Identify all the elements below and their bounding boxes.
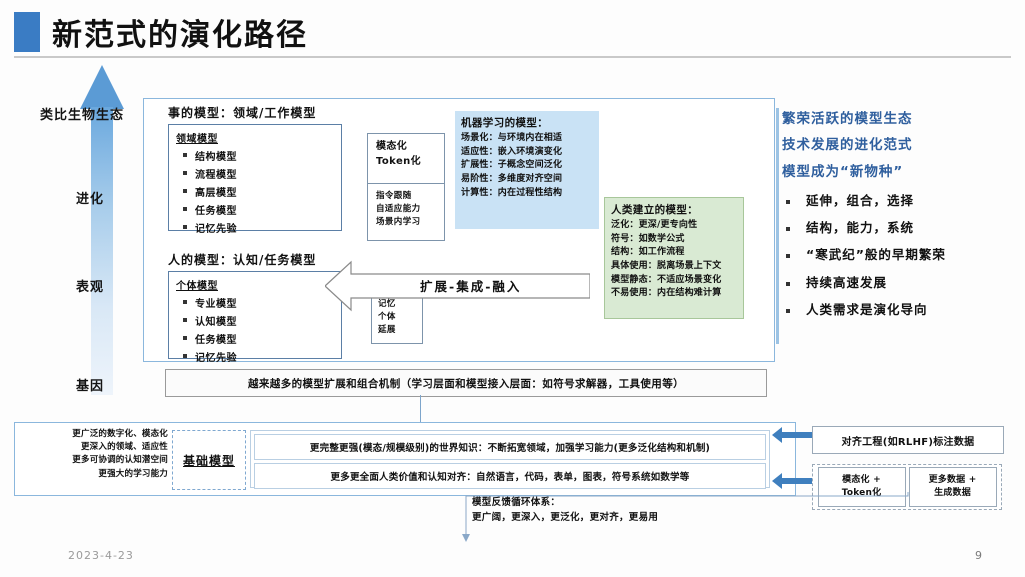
ml-box-row: 适应性：嵌入环境演变化 [461, 146, 563, 157]
list-item: 结构模型 [183, 148, 341, 163]
right-bullet-list: 延伸，组合，选择 结构，能力，系统 “寒武纪”般的早期繁荣 持续高速发展 人类需… [782, 193, 1017, 318]
page-title: 新范式的演化路径 [52, 18, 308, 53]
data-cell: 更多数据 + 生成数据 [908, 467, 997, 507]
green-box-row: 模型静态：不适应场景变化 [611, 274, 722, 285]
data-cell-text: 模态化 + Token化 [841, 475, 882, 498]
data-inflow-arrows [772, 427, 816, 489]
foundation-rows: 更完整更强(模态/规模级别)的世界知识：不断拓宽领域，加强学习能力(更多泛化结构… [250, 430, 770, 489]
mechanism-bar: 越来越多的模型扩展和组合机制（学习层面和模型接入层面：如符号求解器，工具使用等） [165, 369, 767, 397]
green-box-row: 符号：如数学公式 [611, 233, 685, 244]
axis-label-bio-analogy: 类比生物生态 [40, 108, 125, 123]
list-item: 任务模型 [183, 202, 341, 217]
list-item: “寒武纪”般的早期繁荣 [782, 247, 1017, 263]
thing-model-subtitle: 领域模型 [176, 134, 218, 145]
green-box-row: 具体使用：脱离场景上下文 [611, 261, 722, 272]
list-item: 专业模型 [183, 295, 341, 310]
ml-box-heading: 机器学习的模型： [461, 117, 549, 129]
tokenization-box: 模态化 Token化 [367, 133, 445, 185]
feedback-note: 模型反馈循环体系： 更广阔，更深入，更泛化，更对齐，更易用 [472, 495, 658, 525]
title-divider [14, 56, 1011, 58]
ml-box-row: 计算性：内在过程性结构 [461, 187, 563, 198]
note-line: 更广泛的数字化、模态化 [72, 429, 168, 439]
foundation-row-text: 更完整更强(模态/规模级别)的世界知识：不断拓宽领域，加强学习能力(更多泛化结构… [309, 443, 711, 454]
ml-box-row: 扩展性：子概念空间泛化 [461, 160, 563, 171]
headline: 技术发展的进化范式 [782, 137, 913, 154]
alignment-data-box: 对齐工程(如RLHF)标注数据 [812, 426, 1004, 454]
data-cell: 模态化 + Token化 [817, 467, 906, 507]
note-line: 更强大的学习能力 [98, 468, 168, 479]
foundation-left-notes: 更广泛的数字化、模态化 更深入的领域、适应性 更多可协调的认知潜空间 更强大的学… [18, 428, 168, 481]
foundation-model-label: 基础模型 [182, 453, 235, 468]
thing-model-box: 领域模型 结构模型 流程模型 高层模型 任务模型 记忆先验 [168, 124, 342, 235]
adaptation-box: 指令跟随 自适应能力 场景内学习 [367, 183, 445, 241]
green-box-heading: 人类建立的模型： [611, 204, 699, 216]
human-built-model-box: 人类建立的模型： 泛化：更深/更专向性 符号：如数学公式 结构：如工作流程 具体… [604, 197, 744, 319]
axis-label-gene: 基因 [76, 379, 105, 394]
list-item: 记忆先验 [183, 349, 341, 364]
foundation-row: 更多更全面人类价值和认知对齐：自然语言，代码，表单，图表，符号系统如数学等 [254, 463, 766, 489]
list-item: 高层模型 [183, 184, 341, 199]
alignment-data-text: 对齐工程(如RLHF)标注数据 [841, 436, 975, 448]
tokenization-text: 模态化 Token化 [376, 141, 422, 167]
evolution-arrow [80, 65, 124, 395]
list-item: 人类需求是演化导向 [782, 302, 1017, 318]
list-item: 流程模型 [183, 166, 341, 181]
foundation-row-text: 更多更全面人类价值和认知对齐：自然语言，代码，表单，图表，符号系统如数学等 [330, 472, 690, 483]
adaptation-text: 指令跟随 自适应能力 场景内学习 [376, 191, 421, 227]
human-model-list: 专业模型 认知模型 任务模型 记忆先验 [169, 295, 341, 364]
headline: 繁荣活跃的模型生态 [782, 111, 913, 127]
memory-extension-text: 记忆 个体 延展 [378, 299, 396, 335]
axis-label-epigenetics: 表观 [76, 280, 105, 295]
data-source-box: 模态化 + Token化 更多数据 + 生成数据 [812, 464, 1002, 510]
axis-label-evolution: 进化 [76, 192, 105, 207]
list-item: 延伸，组合，选择 [782, 193, 1017, 209]
footer-page-number: 9 [975, 549, 982, 562]
green-box-row: 不易使用：内在结构难计算 [611, 288, 722, 299]
human-model-subtitle: 个体模型 [176, 281, 218, 292]
arrow-shaft [91, 107, 113, 395]
list-item: 结构，能力，系统 [782, 220, 1017, 236]
merge-arrow: 扩展-集成-融入 [324, 258, 591, 314]
right-column-accent-bar [776, 108, 779, 344]
list-item: 任务模型 [183, 331, 341, 346]
thing-model-heading: 事的模型：领域/工作模型 [168, 106, 317, 120]
foundation-row: 更完整更强(模态/规模级别)的世界知识：不断拓宽领域，加强学习能力(更多泛化结构… [254, 434, 766, 460]
data-cell-text: 更多数据 + 生成数据 [928, 475, 977, 498]
human-model-box: 个体模型 专业模型 认知模型 任务模型 记忆先验 [168, 271, 342, 364]
arrow-head-icon [80, 65, 124, 109]
note-line: 更深入的领域、适应性 [80, 442, 168, 453]
ml-box-row: 场景化：与环境内在相适 [461, 133, 563, 143]
list-item: 记忆先验 [183, 220, 341, 235]
right-narrative-column: 繁荣活跃的模型生态 技术发展的进化范式 模型成为“新物种” 延伸，组合，选择 结… [776, 106, 1017, 344]
ml-box-row: 易阶性：多维度对齐空间 [461, 174, 563, 185]
headline: 模型成为“新物种” [782, 163, 904, 180]
green-box-row: 泛化：更深/更专向性 [611, 220, 698, 230]
foundation-model-label-box: 基础模型 [172, 430, 246, 490]
green-box-row: 结构：如工作流程 [611, 247, 685, 258]
machine-learning-model-box: 机器学习的模型： 场景化：与环境内在相适 适应性：嵌入环境演变化 扩展性：子概念… [455, 111, 599, 229]
feedback-title: 模型反馈循环体系： [472, 497, 561, 508]
feedback-loop-path [462, 492, 909, 542]
list-item: 认知模型 [183, 313, 341, 328]
panel-connector [420, 395, 421, 422]
note-line: 更多可协调的认知潜空间 [72, 455, 168, 466]
title-accent-marker [14, 12, 40, 52]
merge-arrow-label: 扩展-集成-融入 [420, 279, 522, 294]
thing-model-list: 结构模型 流程模型 高层模型 任务模型 记忆先验 [169, 148, 341, 235]
feedback-text: 更广阔，更深入，更泛化，更对齐，更易用 [472, 512, 659, 524]
list-item: 持续高速发展 [782, 275, 1017, 291]
memory-extension-box: 记忆 个体 延展 [371, 292, 423, 344]
footer-date: 2023-4-23 [68, 549, 134, 562]
mechanism-bar-text: 越来越多的模型扩展和组合机制（学习层面和模型接入层面：如符号求解器，工具使用等） [248, 377, 684, 390]
human-model-heading: 人的模型：认知/任务模型 [168, 253, 317, 267]
